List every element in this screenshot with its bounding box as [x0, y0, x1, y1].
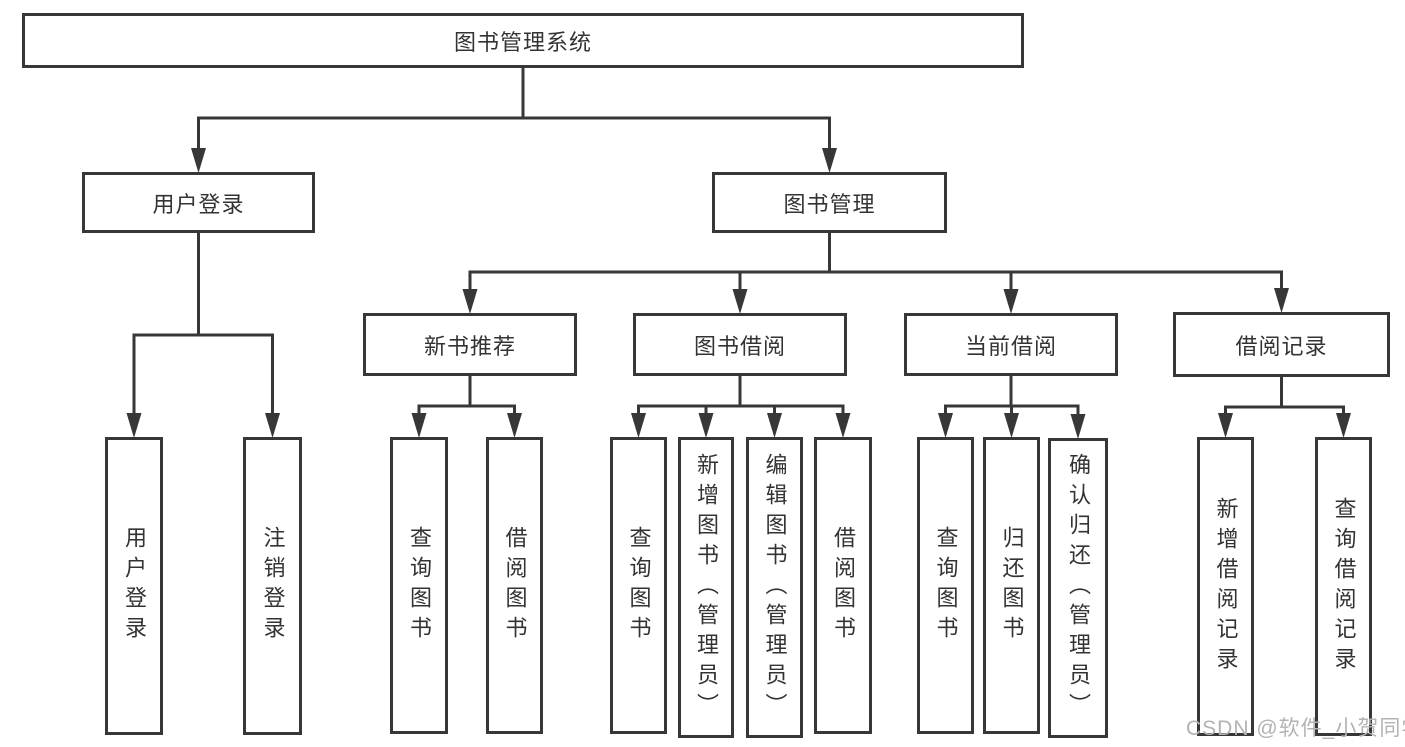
arrowhead-icon: [835, 413, 851, 438]
node-leaf-borrow-book-2: 借阅图书: [814, 437, 872, 734]
node-label: 新增图书（管理员）: [694, 452, 719, 723]
node-current-borrow: 当前借阅: [904, 313, 1118, 376]
arrowhead-icon: [938, 413, 953, 438]
node-book-mgmt: 图书管理: [712, 172, 947, 233]
csdn-watermark: CSDN @软件_小贺同学: [1186, 717, 1405, 740]
node-label: 新书推荐: [423, 333, 516, 359]
node-leaf-add-book: 新增图书（管理员）: [678, 437, 734, 738]
arrowhead-icon: [411, 413, 427, 438]
node-leaf-query-book-2: 查询图书: [610, 437, 667, 734]
node-label: 新增借阅记录: [1213, 496, 1239, 677]
node-leaf-logout: 注销登录: [243, 437, 302, 735]
node-root: 图书管理系统: [22, 13, 1024, 68]
node-label: 注销登录: [260, 526, 286, 646]
node-label: 编辑图书（管理员）: [762, 452, 788, 723]
node-borrow-record: 借阅记录: [1173, 312, 1390, 377]
node-label: 借阅图书: [831, 525, 856, 646]
arrowhead-icon: [1003, 289, 1019, 314]
arrowhead-icon: [732, 289, 748, 314]
node-book-borrow: 图书借阅: [633, 313, 847, 376]
arrowhead-icon: [1274, 288, 1289, 313]
node-leaf-borrow-book-1: 借阅图书: [486, 437, 543, 734]
arrowhead-icon: [462, 289, 478, 314]
node-leaf-add-borrow-record: 新增借阅记录: [1197, 437, 1254, 736]
arrowhead-icon: [1218, 413, 1233, 438]
arrowhead-icon: [265, 413, 280, 438]
arrowhead-icon: [1004, 413, 1019, 438]
arrowhead-icon: [1070, 414, 1086, 439]
node-new-book-rec: 新书推荐: [363, 313, 577, 376]
node-label: 借阅图书: [502, 525, 528, 646]
node-label: 借阅记录: [1235, 333, 1328, 359]
node-leaf-edit-book: 编辑图书（管理员）: [746, 437, 803, 738]
node-leaf-confirm-return: 确认归还（管理员）: [1048, 438, 1108, 738]
node-leaf-return-book: 归还图书: [983, 437, 1040, 734]
node-label: 查询图书: [407, 525, 432, 646]
node-label: 图书管理系统: [453, 29, 592, 55]
node-leaf-user-login: 用户登录: [105, 437, 163, 735]
node-label: 图书借阅: [693, 333, 786, 359]
arrowhead-icon: [822, 148, 837, 173]
node-label: 当前借阅: [964, 333, 1057, 359]
node-label: 查询图书: [933, 525, 959, 646]
arrowhead-icon: [1336, 413, 1351, 438]
node-label: 归还图书: [999, 525, 1025, 646]
node-label: 查询图书: [626, 525, 652, 646]
node-leaf-query-book-3: 查询图书: [917, 437, 974, 734]
node-label: 用户登录: [152, 191, 245, 217]
node-label: 用户登录: [122, 526, 147, 646]
arrowhead-icon: [126, 413, 142, 438]
arrowhead-icon: [767, 413, 782, 438]
arrowhead-icon: [191, 148, 206, 173]
node-label: 确认归还（管理员）: [1066, 453, 1091, 723]
node-leaf-query-book-1: 查询图书: [390, 437, 448, 734]
node-label: 查询借阅记录: [1331, 496, 1357, 677]
arrowhead-icon: [698, 413, 714, 438]
node-user-login: 用户登录: [82, 172, 315, 233]
arrowhead-icon: [631, 413, 646, 438]
node-leaf-query-borrow-record: 查询借阅记录: [1315, 437, 1372, 736]
arrowhead-icon: [507, 413, 522, 438]
node-label: 图书管理: [783, 191, 876, 217]
